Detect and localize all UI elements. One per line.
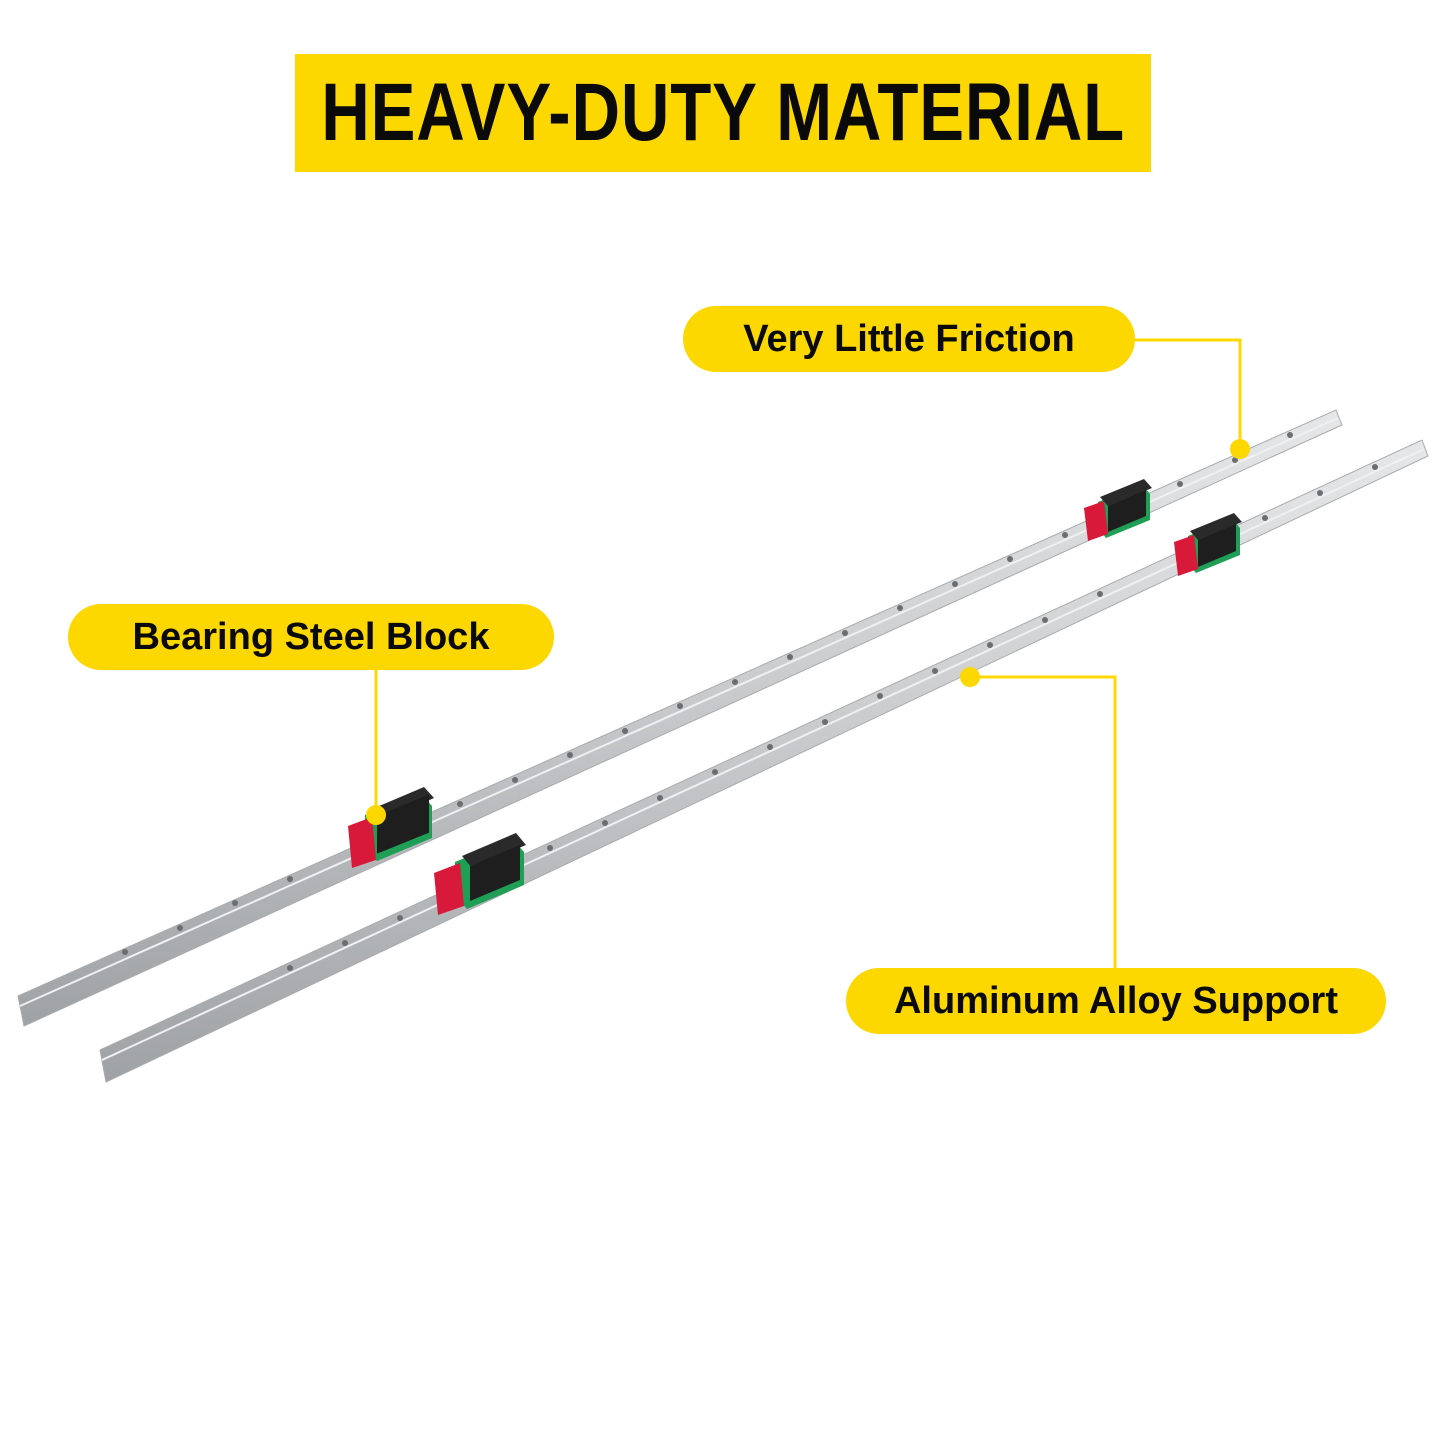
callout-friction: Very Little Friction bbox=[683, 306, 1135, 372]
leader-lines bbox=[374, 338, 1242, 968]
callout-bearing-block: Bearing Steel Block bbox=[68, 604, 554, 670]
carriage-block-lower-right bbox=[1174, 513, 1242, 576]
callout-aluminum-support: Aluminum Alloy Support bbox=[846, 968, 1386, 1034]
page-title: HEAVY-DUTY MATERIAL bbox=[321, 67, 1125, 158]
title-banner: HEAVY-DUTY MATERIAL bbox=[295, 54, 1151, 172]
carriage-block-lower-left bbox=[434, 833, 526, 915]
callout-dot-support bbox=[960, 667, 980, 687]
callout-dot-friction bbox=[1230, 439, 1250, 459]
callout-dot-block bbox=[366, 805, 386, 825]
callout-friction-label: Very Little Friction bbox=[743, 317, 1075, 360]
callout-bearing-block-label: Bearing Steel Block bbox=[132, 615, 490, 658]
callout-aluminum-support-label: Aluminum Alloy Support bbox=[893, 979, 1338, 1022]
carriage-block-upper-right bbox=[1084, 479, 1152, 541]
